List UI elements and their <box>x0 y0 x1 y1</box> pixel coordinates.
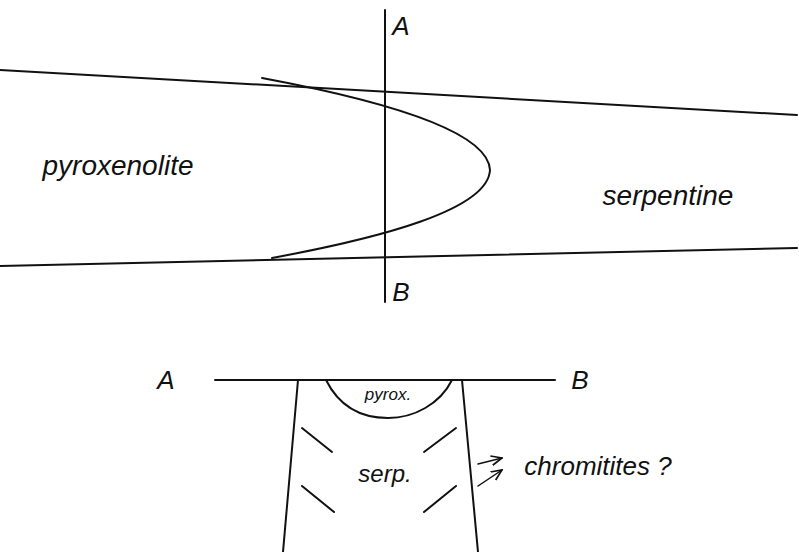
pyroxenolite-lens <box>326 380 452 418</box>
contact-line <box>0 70 797 115</box>
leader-arrow <box>478 458 502 464</box>
contact-line <box>0 248 797 266</box>
section-line <box>384 10 386 302</box>
section-end: B <box>390 278 411 307</box>
rock-abbrev: pyrox. <box>363 386 413 405</box>
rock-name: serpentine <box>601 181 736 212</box>
chromitite-stroke <box>302 428 332 452</box>
section-surface <box>215 379 555 381</box>
section-end: B <box>569 366 590 395</box>
rock-abbrev: serp. <box>356 461 413 487</box>
lens-contact <box>262 78 490 258</box>
section-wall <box>462 380 478 552</box>
leader-arrow <box>478 470 502 486</box>
chromitite-stroke <box>424 486 456 512</box>
note: chromitites ? <box>522 452 673 481</box>
chromitite-stroke <box>302 486 334 512</box>
rock-name: pyroxenolite <box>41 151 196 182</box>
section-end: A <box>155 366 176 395</box>
section-wall <box>283 380 298 552</box>
chromitite-stroke <box>424 428 456 452</box>
section-end: A <box>390 12 411 41</box>
